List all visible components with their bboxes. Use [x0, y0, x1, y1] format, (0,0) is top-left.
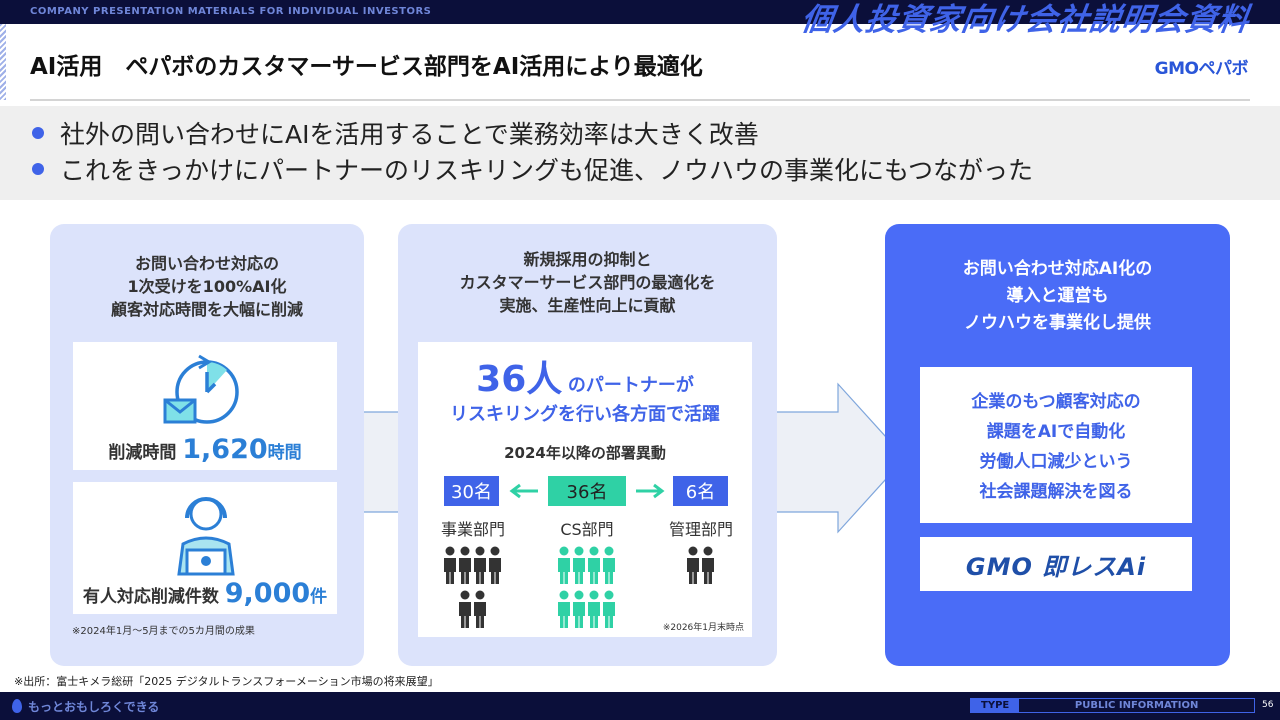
- time-saved-stat: 削減時間 1,620時間: [73, 434, 337, 465]
- body-line: 労働人口減少という: [979, 452, 1133, 472]
- person-icon: [474, 590, 486, 628]
- person-icon: [687, 546, 699, 584]
- heading-line: 導入と運営も: [1006, 286, 1109, 306]
- operator-icon: [177, 497, 235, 576]
- type-value: PUBLIC INFORMATION: [1074, 700, 1199, 711]
- product-logo-box: GMO 即レスAi: [920, 537, 1192, 591]
- bullet-item: これをきっかけにパートナーのリスキリングも促進、ノウハウの事業化にもつながった: [32, 151, 1033, 187]
- header-subtitle: COMPANY PRESENTATION MATERIALS FOR INDIV…: [30, 6, 432, 17]
- divider: [30, 99, 1250, 101]
- footnote: ※2024年1月〜5月までの5カ月間の成果: [72, 626, 255, 637]
- person-icon: [603, 546, 615, 584]
- drop-icon: [12, 699, 22, 713]
- stat-value: 1,620: [182, 434, 268, 465]
- clock-mail-icon: [163, 354, 239, 424]
- bullet-text: 社外の問い合わせにAIを活用することで業務効率は大きく改善: [60, 120, 759, 149]
- person-icon: [573, 546, 585, 584]
- stat-label: 削減時間: [108, 443, 177, 463]
- business-card: お問い合わせ対応AI化の 導入と運営も ノウハウを事業化し提供 企業のもつ顧客対…: [885, 224, 1230, 666]
- type-badge: TYPE PUBLIC INFORMATION: [970, 698, 1255, 713]
- heading-line: お問い合わせ対応AI化の: [962, 259, 1153, 279]
- hatch-decoration: [0, 24, 6, 100]
- person-icon: [459, 590, 471, 628]
- heading-line: カスタマーサービス部門の最適化を: [459, 273, 716, 292]
- person-icon: [489, 546, 501, 584]
- type-label: TYPE: [971, 699, 1020, 712]
- summary-band: [0, 106, 1280, 200]
- time-saved-box: 削減時間 1,620時間: [73, 342, 337, 470]
- person-icon: [588, 590, 600, 628]
- cases-reduced-box: 有人対応削減件数 9,000件: [73, 482, 337, 614]
- heading-line: お問い合わせ対応の: [134, 254, 279, 273]
- top-bar: COMPANY PRESENTATION MATERIALS FOR INDIV…: [0, 0, 1280, 24]
- dept-name: CS部門: [560, 520, 614, 539]
- dept-count-business: 30名: [444, 476, 499, 506]
- person-icon: [702, 546, 714, 584]
- heading-line: 顧客対応時間を大幅に削減: [110, 300, 303, 319]
- product-logo: GMO 即レスAi: [965, 552, 1147, 581]
- big-number: 36人: [476, 359, 563, 400]
- ai-result-card: お問い合わせ対応の 1次受けを100%AI化 顧客対応時間を大幅に削減 削減時間…: [50, 224, 364, 666]
- page-title: AI活用 ペパボのカスタマーサービス部門をAI活用により最適化: [30, 54, 703, 80]
- stat-label: 有人対応削減件数: [82, 587, 219, 607]
- reskilling-box: 36人 のパートナーが リスキリングを行い各方面で活躍 2024年以降の部署異動…: [418, 342, 752, 637]
- body-line: 課題をAIで自動化: [986, 422, 1126, 442]
- bullet-dot-icon: [32, 163, 44, 175]
- person-icon: [444, 546, 456, 584]
- big-suffix: のパートナーが: [567, 375, 694, 396]
- person-icon: [474, 546, 486, 584]
- person-icon: [573, 590, 585, 628]
- reskilling-headline: 36人 のパートナーが: [418, 350, 752, 402]
- arrow-left-icon: [509, 483, 538, 499]
- deck-title: 個人投資家向け会社説明会資料: [798, 2, 1253, 38]
- heading-line: 1次受けを100%AI化: [127, 277, 287, 296]
- heading-line: 新規採用の抑制と: [523, 250, 652, 269]
- dept-name: 事業部門: [440, 520, 505, 539]
- dept-count-cs: 36名: [548, 476, 626, 506]
- footer-bar: もっとおもしろくできる TYPE PUBLIC INFORMATION 56: [0, 692, 1280, 720]
- reskilling-card: 新規採用の抑制と カスタマーサービス部門の最適化を 実施、生産性向上に貢献 36…: [398, 224, 777, 666]
- card-heading: 新規採用の抑制と カスタマーサービス部門の最適化を 実施、生産性向上に貢献: [398, 248, 777, 317]
- person-icon: [459, 546, 471, 584]
- body-line: 社会課題解決を図る: [979, 482, 1133, 502]
- brand-logo: GMOペパボ: [1154, 59, 1249, 79]
- solution-box: 企業のもつ顧客対応の 課題をAIで自動化 労働人口減少という 社会課題解決を図る: [920, 367, 1192, 523]
- dept-name: 管理部門: [668, 520, 733, 539]
- bullet-dot-icon: [32, 127, 44, 139]
- footnote: ※2026年1月末時点: [662, 623, 744, 633]
- transfer-title: 2024年以降の部署異動: [504, 444, 666, 462]
- footer-tagline: もっとおもしろくできる: [28, 700, 160, 714]
- reskilling-subline: リスキリングを行い各方面で活躍: [450, 404, 720, 425]
- page-number: 56: [1262, 700, 1274, 710]
- person-icon: [603, 590, 615, 628]
- body-line: 企業のもつ顧客対応の: [971, 392, 1141, 412]
- stat-unit: 時間: [267, 443, 302, 463]
- bullet-item: 社外の問い合わせにAIを活用することで業務効率は大きく改善: [32, 115, 759, 151]
- heading-line: 実施、生産性向上に貢献: [499, 296, 676, 315]
- dept-count-admin: 6名: [673, 476, 728, 506]
- stat-unit: 件: [310, 587, 328, 607]
- source-note: ※出所：富士キメラ総研「2025 デジタルトランスフォーメーション市場の将来展望…: [14, 675, 439, 688]
- card-heading: お問い合わせ対応AI化の 導入と運営も ノウハウを事業化し提供: [885, 256, 1230, 337]
- card-heading: お問い合わせ対応の 1次受けを100%AI化 顧客対応時間を大幅に削減: [50, 252, 364, 321]
- stat-value: 9,000: [224, 578, 311, 609]
- heading-line: ノウハウを事業化し提供: [964, 313, 1151, 333]
- person-icon: [558, 590, 570, 628]
- person-icon: [558, 546, 570, 584]
- bullet-text: これをきっかけにパートナーのリスキリングも促進、ノウハウの事業化にもつながった: [60, 156, 1034, 185]
- person-icon: [588, 546, 600, 584]
- arrow-right-icon: [636, 483, 665, 499]
- cases-reduced-stat: 有人対応削減件数 9,000件: [73, 578, 337, 609]
